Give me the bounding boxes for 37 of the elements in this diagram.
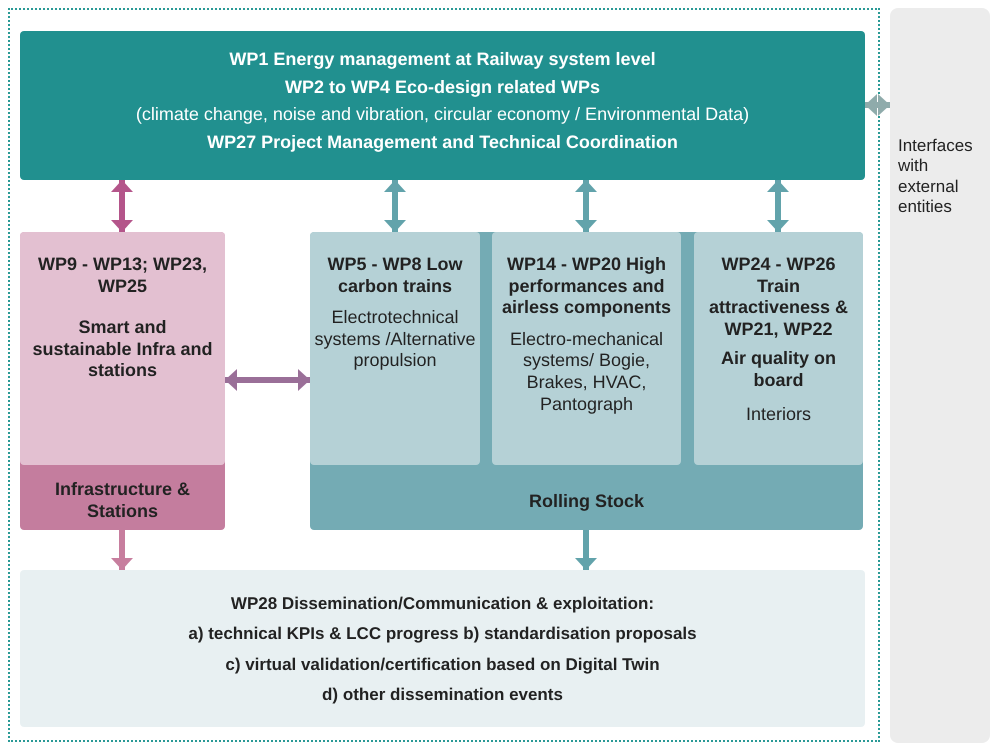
double-arrow [384,180,406,232]
arrow [111,530,133,570]
heading: Infrastructure & Stations [54,478,192,523]
double-arrow [225,369,310,391]
description: Air quality on board [720,348,837,392]
double-arrow [111,180,133,232]
description: a) technical KPIs & LCC progress b) standardisation proposals [187,624,698,645]
double-arrow [575,180,597,232]
description: Electrotechnical systems /Alternative propulsion [314,307,476,372]
double-arrow [865,94,890,116]
domain-panel [310,232,863,530]
arrow [575,530,597,570]
description: d) other dissemination events [321,685,564,706]
domain-panel [20,232,225,530]
double-arrow [767,180,789,232]
heading: WP28 Dissemination/Communication & exploitation: [230,594,656,614]
description: (climate change, noise and vibration, circular economy / Environmental Data) [134,104,750,126]
work-package-card [310,232,480,465]
side-panel [890,8,990,743]
heading: WP9 - WP13; WP23, WP25 [36,254,208,298]
work-package-card [20,232,225,465]
work-package-card [492,232,681,465]
heading: Rolling Stock [528,490,645,514]
description: Interiors [744,404,812,426]
description: Electro-mechanical systems/ Bogie, Brakes, HVAC, Pantograph [508,328,664,416]
heading: Interfaces with external entities [898,136,974,218]
heading: WP1 Energy management at Railway system level [228,49,657,71]
description: c) virtual validation/certification based on Digital Twin [224,654,661,676]
description: WP2 to WP4 Eco-design related WPs [284,76,602,98]
description: WP27 Project Management and Technical Coordination [206,132,679,154]
heading: WP5 - WP8 Low carbon trains [326,254,464,298]
heading: WP24 - WP26 Train attractiveness & WP21, WP22 [708,254,850,340]
heading: WP14 - WP20 High performances and airless components [500,254,672,319]
dissemination-box [20,570,865,727]
work-package-card [694,232,863,465]
coordination-box [20,31,865,180]
description: Smart and sustainable Infra and stations [31,317,214,382]
